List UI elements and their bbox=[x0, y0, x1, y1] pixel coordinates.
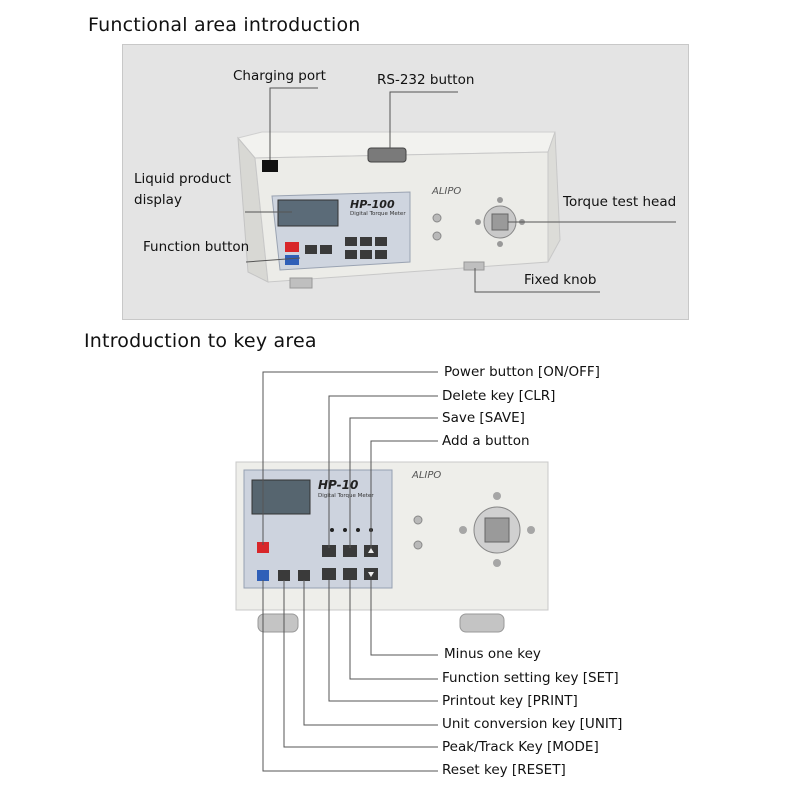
device1-subtitle: Digital Torque Meter bbox=[350, 211, 406, 217]
label-liquid-display-line2: display bbox=[134, 192, 182, 208]
label-set-key: Function setting key [SET] bbox=[442, 670, 619, 686]
label-liquid-display-line1: Liquid product bbox=[134, 171, 231, 187]
label-mode-key: Peak/Track Key [MODE] bbox=[442, 739, 599, 755]
section1-title: Functional area introduction bbox=[88, 14, 361, 36]
print-key[interactable] bbox=[322, 568, 336, 580]
device2-brand: ALIPO bbox=[412, 470, 442, 481]
label-add-button: Add a button bbox=[442, 433, 530, 449]
label-power-button: Power button [ON/OFF] bbox=[444, 364, 600, 380]
device2-model: HP-10 bbox=[318, 478, 359, 492]
device-hp10 bbox=[235, 461, 549, 633]
device2-subtitle: Digital Torque Meter bbox=[318, 493, 374, 499]
reset-key[interactable] bbox=[257, 570, 269, 581]
label-print-key: Printout key [PRINT] bbox=[442, 693, 578, 709]
device1-model: HP-100 bbox=[350, 198, 395, 211]
set-key[interactable] bbox=[343, 568, 357, 580]
label-unit-key: Unit conversion key [UNIT] bbox=[442, 716, 623, 732]
label-minus-key: Minus one key bbox=[444, 646, 541, 662]
save-key[interactable] bbox=[343, 545, 357, 557]
device-hp100 bbox=[237, 131, 561, 289]
device1-brand: ALIPO bbox=[432, 186, 462, 197]
label-delete-key: Delete key [CLR] bbox=[442, 388, 556, 404]
label-save-key: Save [SAVE] bbox=[442, 410, 525, 426]
power-key[interactable] bbox=[257, 542, 269, 553]
lcd-display bbox=[277, 199, 339, 227]
label-rs232-button: RS-232 button bbox=[377, 72, 475, 88]
unit-key[interactable] bbox=[298, 570, 310, 581]
lcd-display-2 bbox=[251, 479, 311, 515]
label-fixed-knob: Fixed knob bbox=[524, 272, 597, 288]
label-reset-key: Reset key [RESET] bbox=[442, 762, 566, 778]
clr-key[interactable] bbox=[322, 545, 336, 557]
fixed-knob bbox=[463, 261, 485, 271]
label-charging-port: Charging port bbox=[233, 68, 326, 84]
label-function-button: Function button bbox=[143, 239, 250, 255]
rs232-connector bbox=[367, 147, 407, 163]
charging-port bbox=[262, 160, 278, 172]
mode-key[interactable] bbox=[278, 570, 290, 581]
section2-title: Introduction to key area bbox=[84, 330, 317, 352]
label-torque-test-head: Torque test head bbox=[563, 194, 677, 210]
